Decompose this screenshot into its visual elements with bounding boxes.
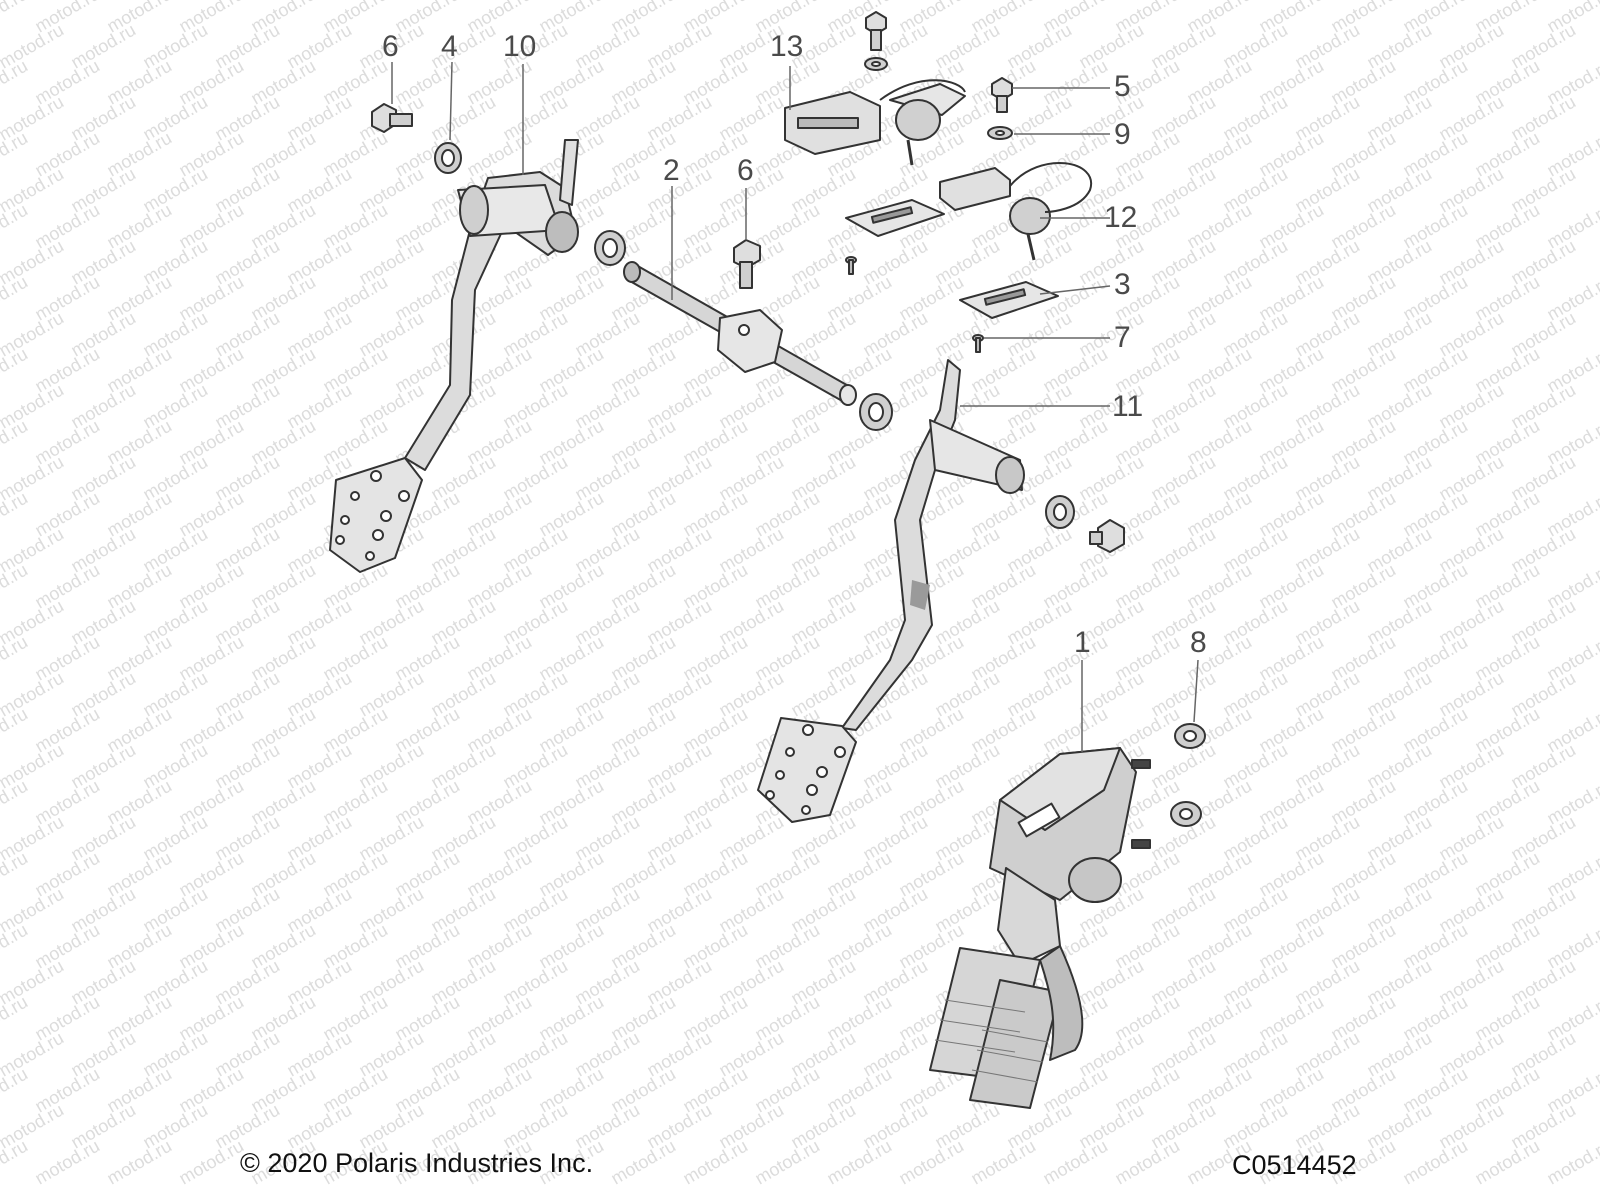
- callout-7: 7: [1114, 321, 1131, 354]
- screw-upper: [845, 256, 857, 275]
- callout-12: 12: [1104, 201, 1138, 234]
- accelerator-pedal-assembly: [929, 747, 1151, 1109]
- callout-8: 8: [1190, 626, 1207, 659]
- slotted-plate-lower: [959, 281, 1059, 319]
- callout-9: 9: [1114, 118, 1131, 151]
- callout-6-left: 6: [382, 30, 399, 63]
- throttle-pedal-arm: [757, 359, 1025, 823]
- nut-8-lower: [1170, 801, 1202, 827]
- flange-bolt-right: [1089, 519, 1125, 553]
- callout-10: 10: [503, 30, 537, 63]
- callout-13: 13: [770, 30, 804, 63]
- flange-bolt-center: [733, 239, 761, 289]
- callout-2: 2: [663, 154, 680, 187]
- callout-4: 4: [441, 30, 458, 63]
- bushing-shaft-right: [859, 393, 893, 431]
- sensor-12: [939, 162, 1093, 261]
- screw-7: [972, 334, 984, 353]
- brake-pedal-arm: [329, 139, 579, 573]
- slotted-plate-upper: [845, 199, 945, 237]
- sensor-bracket-13: [784, 79, 966, 166]
- nut-8-upper: [1174, 723, 1206, 749]
- top-bolt: [865, 11, 887, 51]
- callout-3: 3: [1114, 268, 1131, 301]
- callout-5: 5: [1114, 70, 1131, 103]
- bolt-5: [991, 77, 1013, 113]
- washer-right: [1045, 495, 1075, 529]
- top-washer: [864, 57, 888, 71]
- callout-1: 1: [1074, 626, 1091, 659]
- leader-lines: [391, 61, 1199, 752]
- pedal-shaft: [623, 261, 857, 406]
- washer-9: [987, 126, 1013, 140]
- callout-11: 11: [1112, 390, 1144, 423]
- copyright-text: © 2020 Polaris Industries Inc.: [240, 1148, 594, 1178]
- flange-bolt-left: [371, 103, 413, 133]
- callout-6-center: 6: [737, 154, 754, 187]
- bushing-top: [434, 142, 462, 174]
- washer-shaft-left: [594, 230, 626, 266]
- drawing-code: C0514452: [1232, 1150, 1357, 1180]
